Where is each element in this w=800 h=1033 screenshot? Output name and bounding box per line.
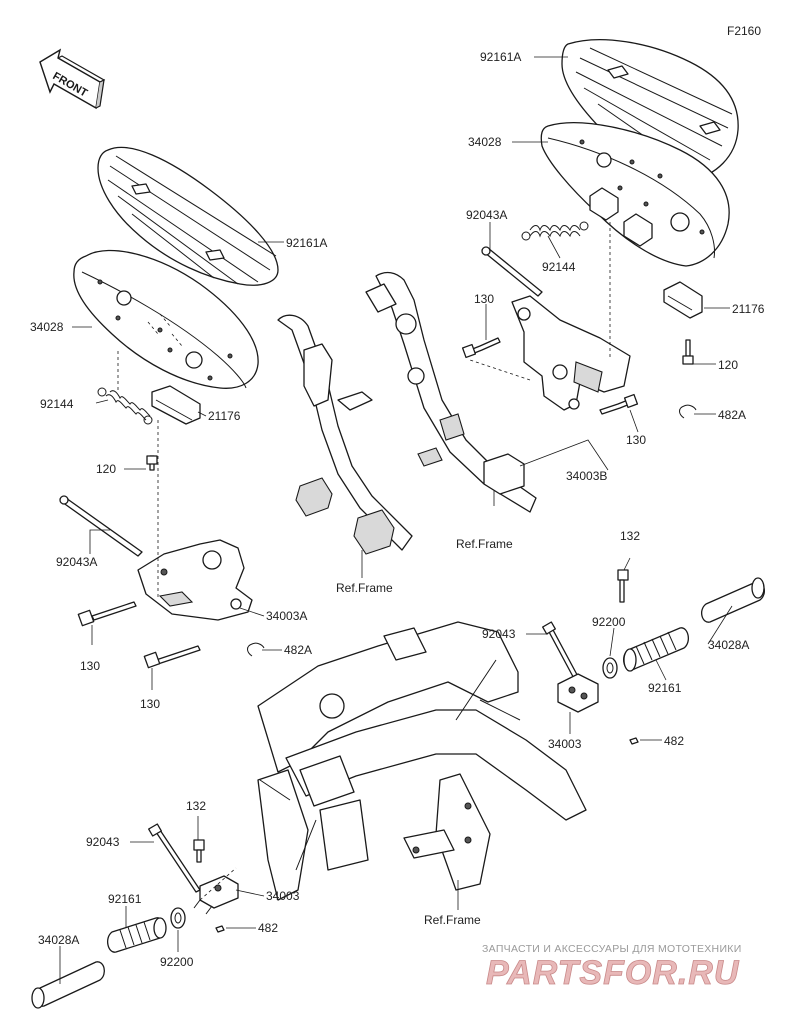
right-floorboard-group: [461, 39, 739, 419]
right-bolt-lower: [599, 393, 639, 415]
right-floorboard-plate: [540, 122, 730, 267]
label-132-top: 132: [620, 529, 640, 543]
label-92200-bottom: 92200: [160, 955, 194, 969]
label-ref-frame-1: Ref.Frame: [456, 537, 513, 551]
label-482-bottom: 482: [258, 921, 278, 935]
main-frame-section: [257, 621, 587, 901]
label-34028A-bottom: 34028A: [38, 933, 79, 947]
label-130-right: 130: [474, 292, 494, 306]
label-92144-right: 92144: [542, 260, 576, 274]
right-pivot-pin: [483, 247, 543, 297]
left-floorboard-bracket: [137, 539, 253, 621]
watermark-brand: PARTSFOR.RU: [486, 954, 740, 992]
label-34028-left: 34028: [30, 320, 64, 334]
label-130-left-2: 130: [140, 697, 160, 711]
label-130-left-1: 130: [80, 659, 100, 673]
left-floorboard-group: [59, 146, 279, 669]
label-92200-top: 92200: [592, 615, 626, 629]
left-floorboard-rubber: [97, 146, 279, 286]
upper-frame-section: [277, 271, 537, 555]
label-92161-bottom: 92161: [108, 892, 142, 906]
leader-lines: [59, 56, 733, 984]
label-92043A-left: 92043A: [56, 555, 97, 569]
right-footpeg-clip: [629, 737, 639, 745]
right-clip: [679, 404, 697, 419]
left-stopper-bracket: [146, 385, 201, 471]
label-92161A-left: 92161A: [286, 236, 327, 250]
left-footpeg-bolt: [193, 839, 205, 863]
label-ref-frame-2: Ref.Frame: [336, 581, 393, 595]
label-34028A-top: 34028A: [708, 638, 749, 652]
label-120-left: 120: [96, 462, 116, 476]
label-482-top: 482: [664, 734, 684, 748]
label-92161-top: 92161: [648, 681, 682, 695]
right-footpeg-body: [700, 577, 766, 623]
right-spring: [521, 221, 589, 241]
label-92043-top: 92043: [482, 627, 516, 641]
left-footpeg-bracket: [193, 875, 239, 915]
right-footpeg-pin: [542, 621, 583, 687]
left-bolt-upper: [77, 601, 137, 627]
figure-code: F2160: [727, 24, 761, 38]
watermark: ЗАПЧАСТИ И АКСЕССУАРЫ ДЛЯ МОТОТЕХНИКИ PA…: [482, 943, 742, 992]
watermark-tagline: ЗАПЧАСТИ И АКСЕССУАРЫ ДЛЯ МОТОТЕХНИКИ: [482, 943, 742, 955]
left-footpeg-group: [31, 823, 239, 1009]
label-92144-left: 92144: [40, 397, 74, 411]
label-34028-top: 34028: [468, 135, 502, 149]
label-ref-frame-3: Ref.Frame: [424, 913, 481, 927]
right-footpeg-bolt: [617, 569, 629, 603]
label-34003B: 34003B: [566, 469, 607, 483]
right-floorboard-rubber: [561, 39, 739, 181]
left-spring: [97, 387, 153, 425]
label-120-right: 120: [718, 358, 738, 372]
part-labels: 92161A 34028 92043A 92144 130 21176 120 …: [30, 50, 765, 969]
label-34003-bottom: 34003: [266, 889, 300, 903]
front-arrow-icon: FRONT: [39, 48, 106, 110]
left-footpeg-washer: [170, 907, 186, 929]
left-clip: [247, 642, 265, 657]
left-bolt-lower: [143, 645, 201, 669]
left-footpeg-clip: [215, 925, 225, 933]
label-34003A: 34003A: [266, 609, 307, 623]
left-footpeg-pin: [148, 823, 201, 893]
left-floorboard-plate: [73, 249, 259, 389]
right-floorboard-bracket: [511, 295, 631, 411]
right-bolt-upper: [461, 337, 501, 359]
right-footpeg-bracket: [557, 673, 599, 713]
label-130-right-2: 130: [626, 433, 646, 447]
label-21176-left: 21176: [208, 409, 241, 423]
label-482A-left: 482A: [284, 643, 312, 657]
left-footpeg-body: [31, 961, 106, 1009]
label-92161A-top: 92161A: [480, 50, 521, 64]
right-footpeg-group: [542, 569, 766, 745]
right-footpeg-rubber: [622, 627, 690, 672]
right-footpeg-washer: [602, 657, 618, 679]
label-92043-bottom: 92043: [86, 835, 120, 849]
left-pivot-pin: [61, 497, 143, 557]
left-footpeg-rubber: [106, 917, 167, 953]
label-92043A-right: 92043A: [466, 208, 507, 222]
label-482A-right: 482A: [718, 408, 746, 422]
label-34003-top: 34003: [548, 737, 582, 751]
label-21176-right: 21176: [732, 302, 765, 316]
right-stopper-bracket: [663, 281, 703, 365]
label-132-bottom: 132: [186, 799, 206, 813]
